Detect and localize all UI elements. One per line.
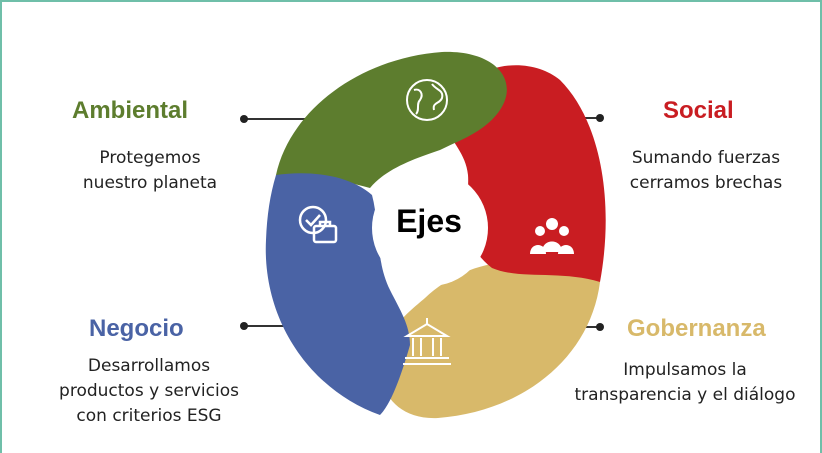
government-building-icon [403,318,451,365]
axis-title-social: Social [663,97,734,124]
connector-dot-gobernanza [596,323,604,331]
axis-description-social: Sumando fuerzas cerramos brechas [606,146,806,196]
description-line: con criterios ESG [76,406,222,426]
petal-gobernanza [381,261,600,419]
axis-description-negocio: Desarrollamos productos y servicios con … [44,354,254,429]
globe-icon [406,79,448,121]
frame-border-top [0,0,822,2]
connector-dot-social [596,114,604,122]
connector-dot-negocio [240,322,248,330]
axis-description-gobernanza: Impulsamos la transparencia y el diálogo [560,358,810,408]
gear-check-briefcase-icon [298,205,338,244]
axis-description-ambiental: Protegemos nuestro planeta [60,146,240,196]
description-line: Impulsamos la [623,360,747,380]
frame-border-right [820,0,822,453]
description-line: Sumando fuerzas [631,148,781,168]
people-group-icon [530,218,574,254]
description-line: productos y servicios [59,381,239,401]
axis-title-gobernanza: Gobernanza [627,315,766,342]
frame-border-left [0,0,2,453]
center-label: Ejes [396,203,462,239]
axis-title-ambiental: Ambiental [72,97,189,124]
description-line: Protegemos [99,148,201,168]
description-line: Desarrollamos [87,356,211,376]
description-line: cerramos brechas [629,173,783,193]
axis-title-negocio: Negocio [89,315,184,342]
center-circle [372,170,488,286]
description-line: transparencia y el diálogo [574,385,796,405]
connector-dot-ambiental [240,115,248,123]
description-line: nuestro planeta [82,173,218,193]
petal-ambiental [276,51,507,189]
